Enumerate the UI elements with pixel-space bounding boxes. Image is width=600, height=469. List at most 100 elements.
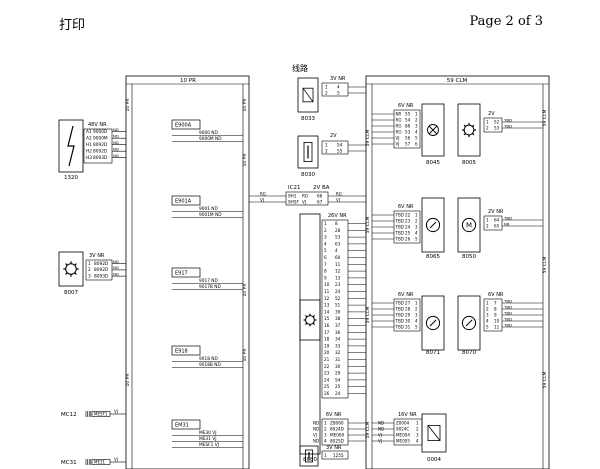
component-8080-way: 29 xyxy=(335,371,341,376)
component-8033-connector xyxy=(321,82,349,97)
component-8065-cell: 23 xyxy=(405,219,411,224)
component-8080-way: 4 xyxy=(335,248,338,253)
component-8080-pin: 21 xyxy=(324,357,330,362)
component-8045-cell: 53 xyxy=(405,130,411,135)
component-8071-cell: 30 xyxy=(405,319,411,324)
component-8071-cell: TBD xyxy=(395,313,404,318)
page-indicator: Page 2 of 3 xyxy=(469,14,543,29)
component-0004-id: 0004 xyxy=(427,457,441,463)
component-8065-cell: TBD xyxy=(395,213,404,218)
component-8071-cell: TBD xyxy=(395,325,404,330)
component-8080-pin: 17 xyxy=(324,330,330,335)
component-8080-pin: 25 xyxy=(324,384,330,389)
component-8050-icon-frame xyxy=(457,197,481,253)
component-0004-pin: 2 xyxy=(416,427,419,432)
ic21-color: RG xyxy=(302,194,308,199)
component-1320-color: ND xyxy=(113,134,119,139)
component-8005-id: 8005 xyxy=(462,160,476,166)
component-8070-way: 9 xyxy=(494,313,497,318)
component-8005-icon-tooth xyxy=(471,124,475,128)
component-8065-cell: 5 xyxy=(415,237,418,242)
component-8070-color: TBD xyxy=(503,311,512,316)
component-8033-icon-frame xyxy=(297,77,319,113)
component-8045-cell: 55 xyxy=(405,112,411,117)
component-8065-icon-frame xyxy=(421,197,445,253)
component-8080-way: 36 xyxy=(335,330,341,335)
component-1320-pin: A2 xyxy=(86,136,92,142)
bus-left-label: 10 PR xyxy=(180,78,196,84)
component-0004-wire: 9024C xyxy=(396,427,409,432)
component-0004-icon-frame xyxy=(421,413,447,453)
component-8030-icon-frame xyxy=(297,135,319,169)
bus-left-tag: 10 PR xyxy=(242,99,248,112)
component-8045-cell: 56 xyxy=(405,136,411,141)
component-8030-pin: 2 xyxy=(325,149,328,155)
component-8005-pin: 2 xyxy=(486,126,489,131)
component-8007-pin: 1 xyxy=(88,261,91,267)
component-8071-cell: 1 xyxy=(415,301,418,306)
connector-color: VJ xyxy=(114,457,118,462)
component-8070-id: 8070 xyxy=(462,350,476,356)
component-8080-way: 53 xyxy=(335,235,341,240)
component-8005-icon-tooth xyxy=(471,132,475,136)
component-1320-connector xyxy=(83,128,113,164)
component-8080-way: 8 xyxy=(335,221,338,226)
component-8045-cell: 5 xyxy=(415,136,418,141)
component-8045-cell: 6 xyxy=(415,142,418,147)
bottom-small-wire: 1255 xyxy=(333,453,344,458)
component-8071-cell: 3 xyxy=(415,313,418,318)
component-8080-way: 63 xyxy=(335,241,341,246)
component-8080-pin: 2 xyxy=(324,228,327,233)
component-8007-wire: 8092D xyxy=(94,261,109,267)
terminal-block-EM31-id: EM31 xyxy=(175,423,189,429)
component-8071-icon-mark xyxy=(429,319,437,327)
component-8050-pin: 2 xyxy=(486,224,489,229)
component-1320-wire: 8092D xyxy=(93,149,108,155)
component-8033-pin: 2 xyxy=(325,91,328,97)
component-0004-pin: 3 xyxy=(416,433,419,438)
terminal-block-E901A-id: E901A xyxy=(175,199,192,205)
component-0004-spec: 16V NR xyxy=(398,412,417,418)
component-8080-spec: 26V NR xyxy=(328,213,347,219)
component-1320-icon-frame xyxy=(58,119,84,173)
bottom-small-icon xyxy=(304,449,313,463)
component-8070-icon-mark xyxy=(465,319,473,327)
bottom-connector-color: ND xyxy=(313,439,319,444)
ic21-lead-color-right: RG xyxy=(336,192,342,197)
component-8080-pin: 3 xyxy=(324,235,327,240)
component-8045-cell: VJ xyxy=(396,136,400,141)
component-8080-pin: 11 xyxy=(324,289,330,294)
component-8080-pin: 12 xyxy=(324,296,330,301)
terminal-block-EM31 xyxy=(171,419,201,430)
ic21-color: VJ xyxy=(302,200,306,205)
connector-color: VJ xyxy=(114,409,118,414)
component-8071-cell: TBD xyxy=(395,301,404,306)
component-8080-way: 23 xyxy=(335,282,341,287)
component-8050-icon-glyph: M xyxy=(466,222,472,230)
component-8080-way: 51 xyxy=(335,303,341,308)
terminal-block-EM31-line: ME31 VJ xyxy=(199,436,216,442)
bus-left-tag: 10 PR xyxy=(242,284,248,297)
component-8071-icon xyxy=(425,315,441,331)
component-8080-way: 13 xyxy=(335,275,341,280)
section-label: 线路 xyxy=(292,63,308,73)
component-8007-icon-tooth xyxy=(74,272,77,275)
component-8045-cell: RG xyxy=(396,130,402,135)
component-8065-spec: 6V NR xyxy=(398,204,414,210)
component-8007-pin: 2 xyxy=(88,267,91,273)
component-8080-icon-frame xyxy=(299,299,321,341)
component-8065-cell: TBD xyxy=(395,225,404,230)
component-8080-icon xyxy=(305,315,315,325)
bus-right-tag: 59 CLM xyxy=(542,110,548,127)
terminal-block-E901A-line: 9001 ND xyxy=(199,206,219,212)
component-1320-pin: H1 xyxy=(86,142,92,148)
component-8080-pin: 7 xyxy=(324,262,327,267)
component-8071-icon-frame xyxy=(421,295,445,351)
ic21-lead-color: VJ xyxy=(260,198,264,203)
ic21-lead-color: RG xyxy=(260,192,266,197)
component-8033-pin-b: 5 xyxy=(337,91,340,97)
bus-left-tag: 10 PR xyxy=(242,349,248,362)
component-8050-color: TBD xyxy=(503,216,512,221)
component-8070-pin: 1 xyxy=(486,301,489,306)
